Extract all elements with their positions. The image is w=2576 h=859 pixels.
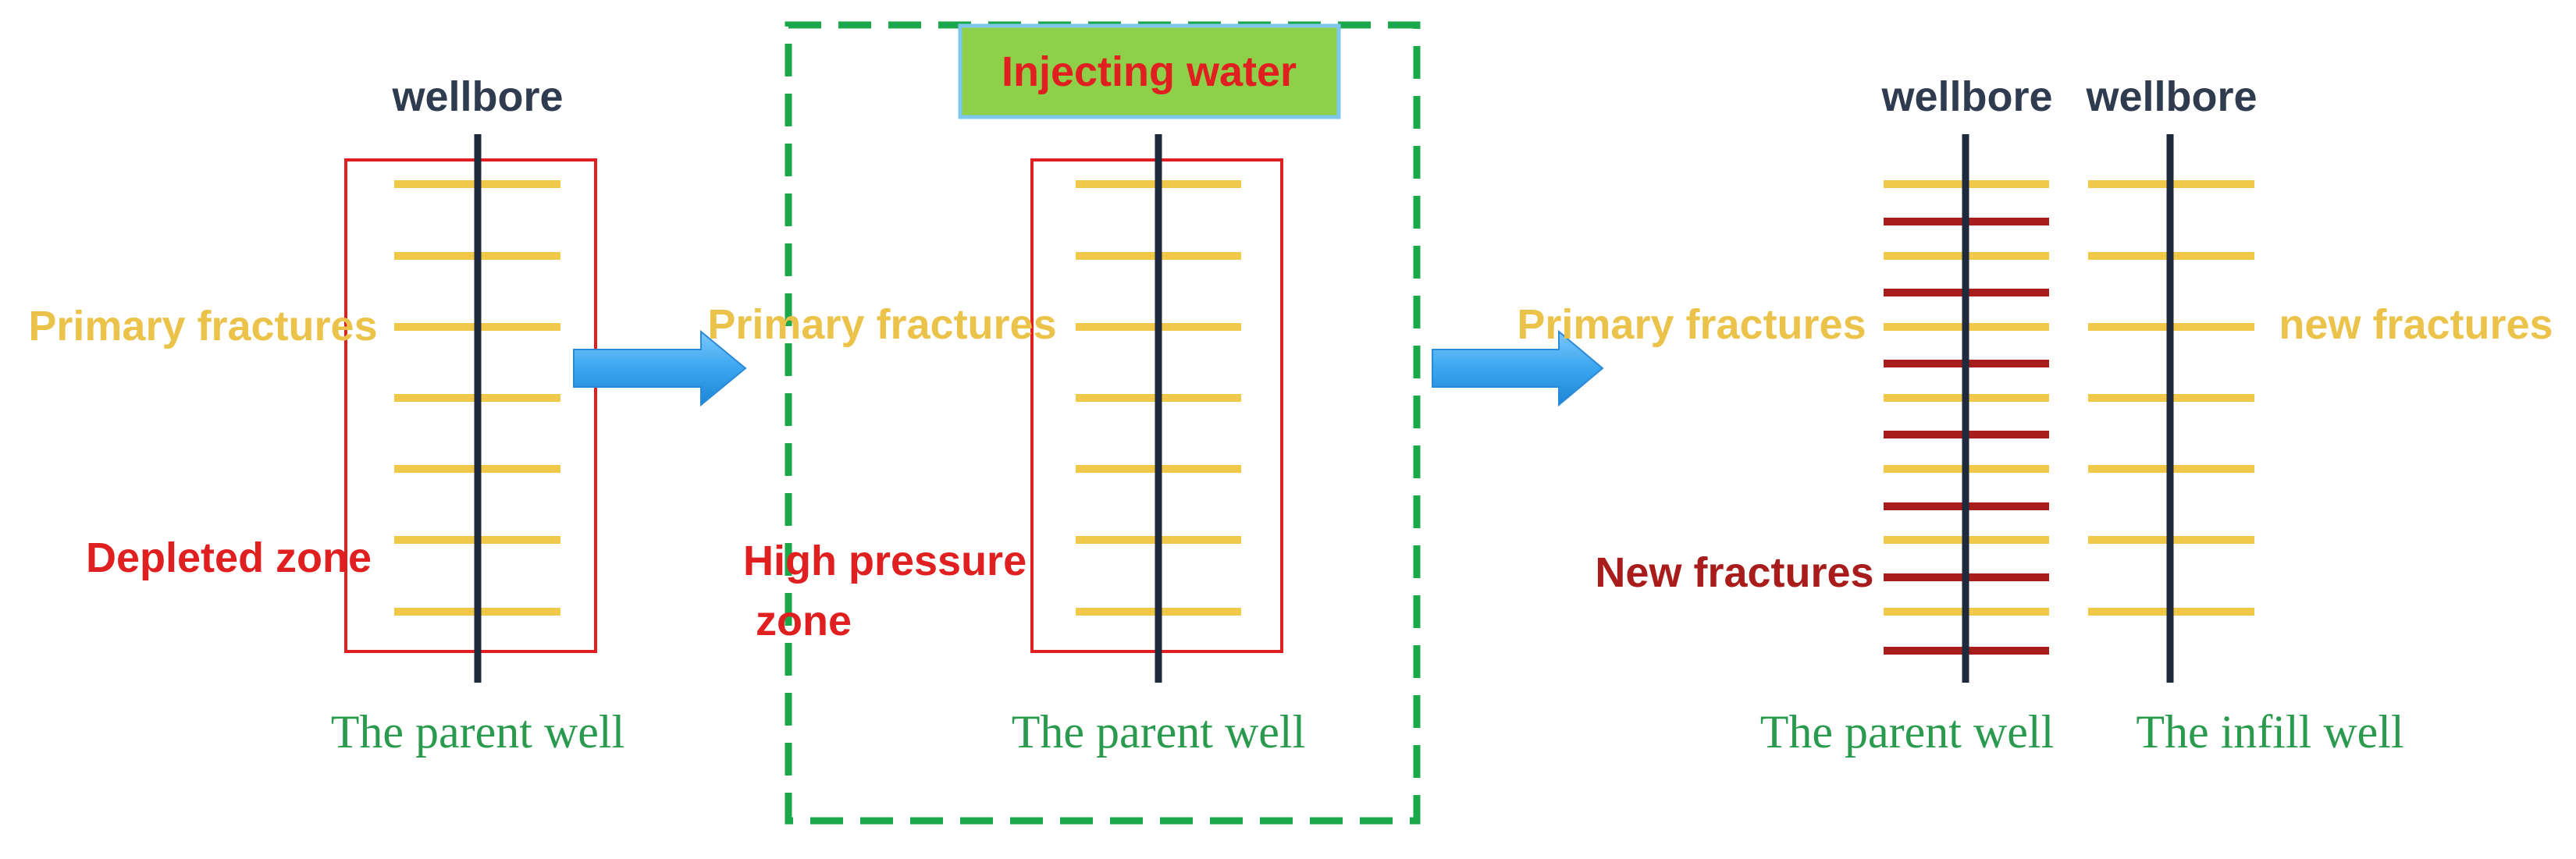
wellbore-label-infill-panel3: wellbore [2085, 73, 2257, 120]
injecting-water-label: Injecting water [1002, 48, 1297, 95]
wellbore-label-parent-panel3: wellbore [1880, 73, 2052, 120]
depleted-zone-box [344, 158, 597, 653]
right-arrow-icon [573, 329, 747, 407]
parent-well-label-panel2: The parent well [1012, 706, 1306, 758]
right-arrow-icon [1432, 329, 1604, 407]
primary-fractures-label-panel1: Primary fractures [28, 303, 377, 350]
high-pressure-label-line1: High pressure [743, 538, 1026, 584]
injection-dashed-box [785, 21, 1421, 825]
parent-well-label-panel3: The parent well [1760, 706, 2055, 758]
primary-fractures-label-panel3: Primary fractures [1517, 301, 1866, 348]
wellbore-label-panel1: wellbore [391, 73, 563, 120]
panel-infill: wellbore wellbore Primary fractures new … [1517, 73, 2553, 758]
panel-injection: Injecting water Primary fractures High p… [707, 21, 1421, 825]
infill-well-label: The infill well [2136, 706, 2403, 758]
panel-depleted: wellbore Primary fractures Depleted zone… [28, 73, 624, 758]
new-fractures-label-infill: new fractures [2279, 301, 2553, 348]
primary-fractures-label-panel2: Primary fractures [707, 301, 1056, 348]
injecting-water-box [958, 23, 1341, 119]
high-pressure-label-line2: zone [756, 598, 852, 644]
depleted-zone-label: Depleted zone [86, 534, 372, 581]
new-fractures-label-parent: New fractures [1595, 549, 1873, 596]
parent-well-label-panel1: The parent well [331, 706, 625, 758]
